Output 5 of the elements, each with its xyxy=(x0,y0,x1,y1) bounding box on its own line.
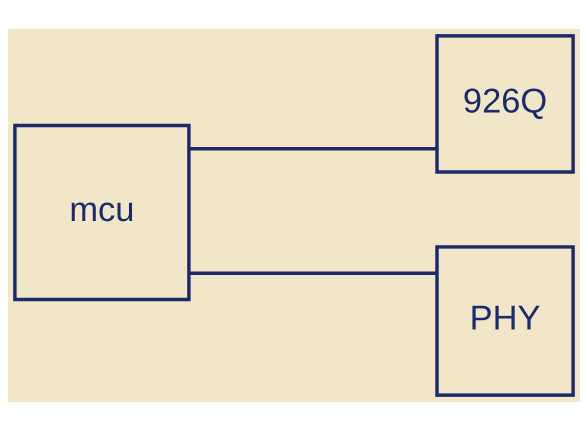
node-box: 926Q xyxy=(435,34,575,174)
connector xyxy=(189,146,436,150)
connector xyxy=(189,271,436,274)
node-box: mcu xyxy=(13,123,191,301)
node-box: PHY xyxy=(435,244,575,396)
